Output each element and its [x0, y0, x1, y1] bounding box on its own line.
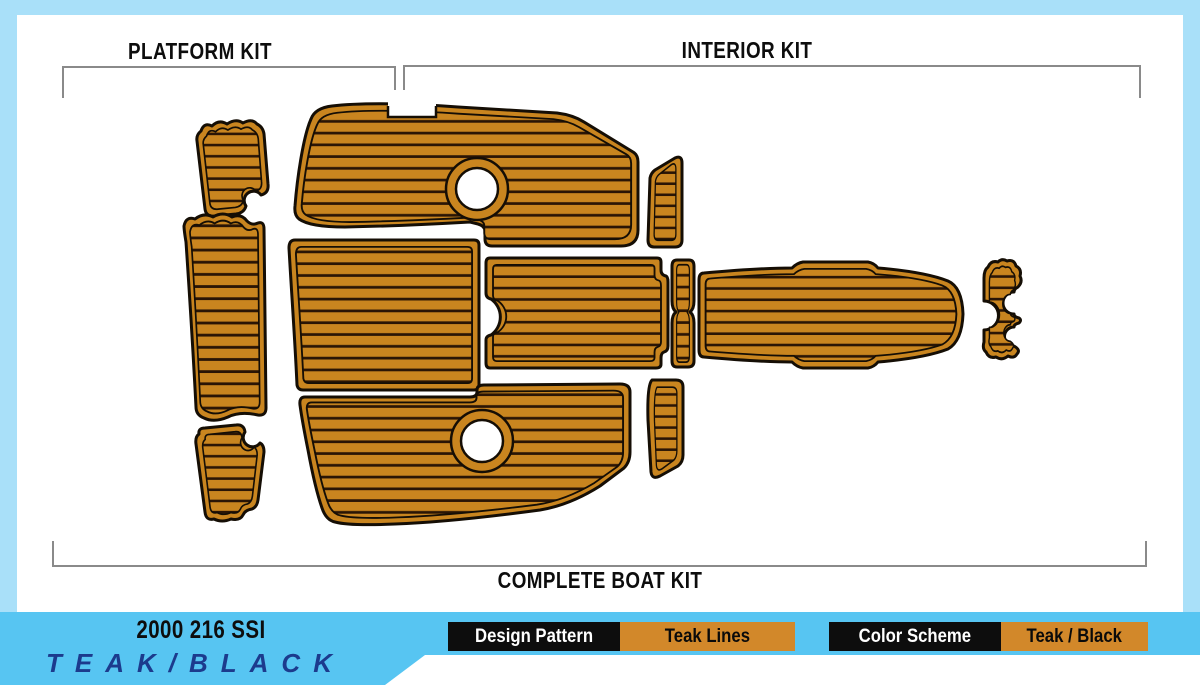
design-pattern-value: Teak Lines: [664, 625, 751, 647]
piece-swim-platform-main-upper: [293, 90, 640, 248]
design-pattern-label: Design Pattern: [474, 625, 594, 647]
piece-step-connector-strip: [670, 258, 696, 369]
piece-bow-walkway-pad: [697, 260, 965, 370]
piece-platform-step-pad-lower-left: [194, 423, 266, 523]
interior-kit-title: INTERIOR KIT: [681, 37, 813, 63]
color-scheme-value-box: Teak / Black: [1001, 622, 1148, 651]
design-pattern-value-box: Teak Lines: [620, 622, 795, 651]
piece-cockpit-aft-floor-pad: [287, 238, 481, 392]
piece-gunwale-curved-pad-left: [182, 212, 268, 422]
complete-boat-kit-caption: COMPLETE BOAT KIT: [497, 567, 703, 593]
hatch-hole: [454, 166, 500, 212]
color-scheme-label-box: Color Scheme: [829, 622, 1001, 651]
piece-platform-step-pad-upper-left: [195, 119, 270, 218]
frame-left: [0, 15, 17, 612]
top-notch-cutout: [388, 90, 436, 117]
boat-model-label: 2000 216 SSI: [136, 616, 266, 644]
color-watermark: TEAK/BLACK: [46, 648, 345, 678]
piece-side-step-pad-upper: [646, 155, 684, 249]
hatch-hole-ring: [446, 158, 508, 220]
piece-bow-anchor-pad: [981, 258, 1023, 361]
platform-kit-title: PLATFORM KIT: [128, 38, 272, 64]
piece-swim-platform-main-lower: [298, 382, 632, 527]
piece-side-step-pad-lower: [646, 378, 685, 479]
frame-top: [0, 0, 1200, 15]
frame-right: [1183, 15, 1200, 612]
design-pattern-label-box: Design Pattern: [448, 622, 620, 651]
complete-kit-bracket: [52, 541, 1147, 567]
color-scheme-value: Teak / Black: [1026, 625, 1123, 647]
hatch-hole: [459, 418, 505, 464]
interior-kit-bracket: [403, 65, 1141, 98]
platform-kit-bracket: [62, 66, 396, 98]
piece-cockpit-mid-floor-pad: [484, 256, 670, 370]
bottom-left-corner-shape: [0, 655, 425, 685]
hatch-hole-ring: [451, 410, 513, 472]
color-scheme-label: Color Scheme: [858, 625, 972, 647]
deck-kit-diagram: [52, 65, 1147, 567]
